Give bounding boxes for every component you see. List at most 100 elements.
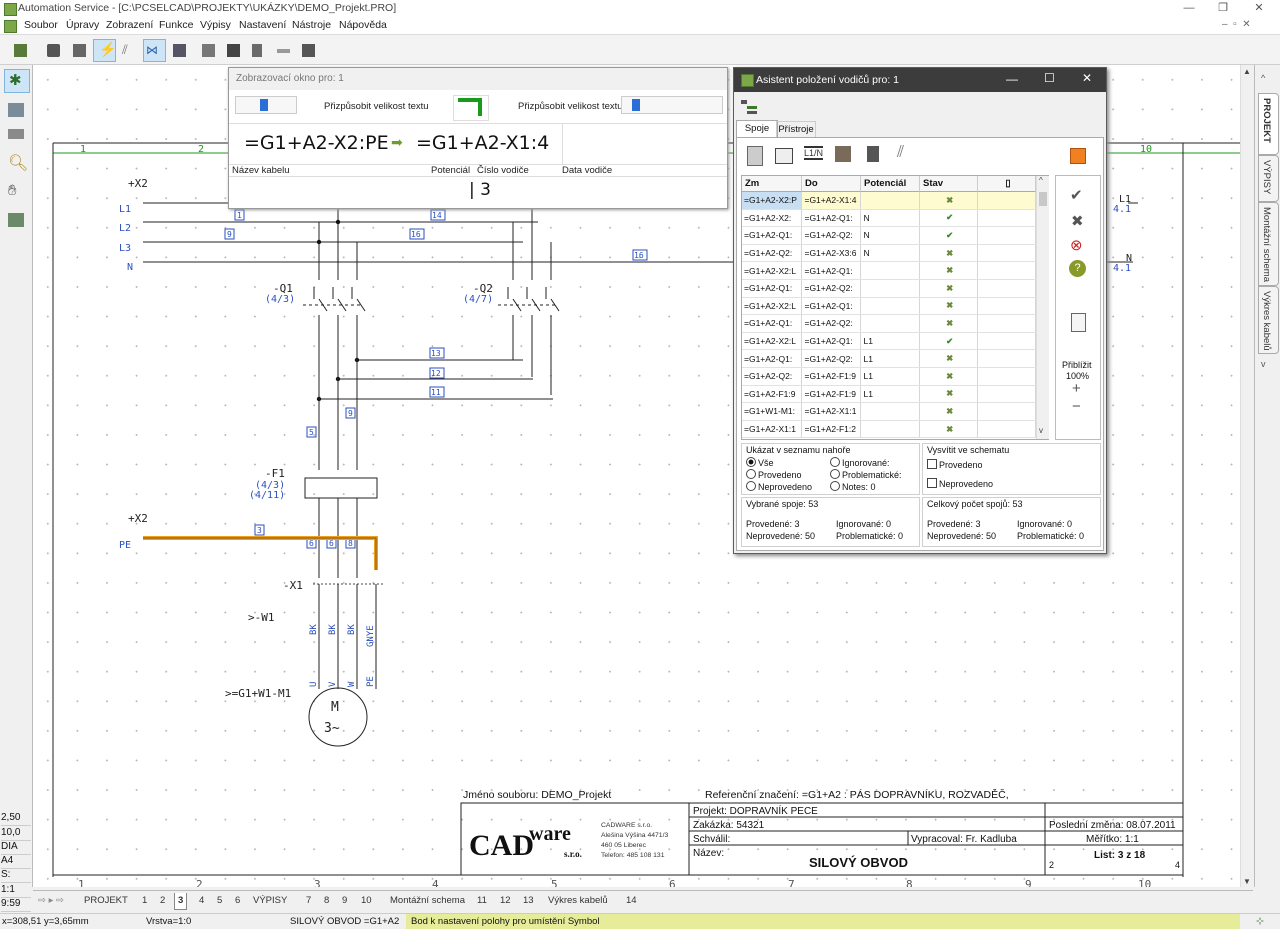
status-pending-icon[interactable]: ✖ [919, 385, 979, 404]
cell-potencial[interactable]: L1 [860, 349, 921, 368]
check-icon[interactable]: ✔ [1070, 187, 1083, 204]
print-preview-icon[interactable] [68, 39, 91, 62]
cell-zm[interactable]: =G1+A2-F1:9 [742, 385, 803, 404]
sheet-tab-vypisy[interactable]: VÝPISY [253, 895, 288, 906]
status-ok-icon[interactable]: ✔ [919, 332, 979, 351]
cell-potencial[interactable] [860, 261, 921, 280]
cell-potencial[interactable]: N [860, 226, 921, 245]
col-zm[interactable]: Zm [742, 176, 802, 192]
sheet-tab-12[interactable]: 12 [500, 895, 511, 906]
sheet-tab-5[interactable]: 5 [217, 895, 223, 906]
cell-notes[interactable] [977, 244, 1036, 263]
sheet-tab-vykres-kabelu[interactable]: Výkres kabelů [548, 895, 608, 906]
menu-zobrazeni[interactable]: Zobrazení [106, 19, 154, 31]
table-row[interactable]: =G1+A2-X1:1=G1+A2-F1:2✖ [742, 420, 1036, 439]
radio-neprovedeno[interactable]: Neprovedeno [746, 481, 812, 492]
cell-zm[interactable]: =G1+A2-X2: [742, 209, 803, 228]
table-row[interactable]: =G1+A2-X2:L=G1+A2-Q1:✖ [742, 261, 1036, 280]
cell-notes[interactable] [977, 332, 1036, 351]
cell-notes[interactable] [977, 297, 1036, 316]
status-ok-icon[interactable]: ✔ [919, 226, 979, 245]
cell-do[interactable]: =G1+A2-X1:4 [801, 192, 862, 210]
minimize-button[interactable]: — [1183, 2, 1195, 14]
sheet-tab-3[interactable]: 3 [174, 893, 188, 910]
cell-notes[interactable] [977, 420, 1036, 439]
cell-notes[interactable] [977, 402, 1036, 421]
status-pending-icon[interactable]: ✖ [919, 244, 979, 263]
cell-zm[interactable]: =G1+A2-Q1: [742, 349, 803, 368]
connect-icon[interactable]: ⋈ [143, 39, 166, 62]
wires-icon[interactable]: ⫽ [122, 42, 128, 57]
sheet-tab-14[interactable]: 14 [626, 895, 637, 906]
exit-icon[interactable] [9, 39, 32, 62]
from-connection[interactable]: =G1+A2-X2:PE [244, 132, 389, 154]
select-icon[interactable]: ✱ [4, 69, 30, 93]
status-pending-icon[interactable]: ✖ [919, 297, 979, 316]
table-row[interactable]: =G1+A2-Q1:=G1+A2-Q2:N✔ [742, 226, 1036, 245]
wires-diag-icon[interactable]: ⫽ [897, 144, 905, 161]
status-pending-icon[interactable]: ✖ [919, 367, 979, 386]
cell-do[interactable]: =G1+A2-Q2: [801, 314, 862, 333]
col-notes[interactable]: ▯ [978, 176, 1036, 192]
cross-icon[interactable]: ✖ [1071, 213, 1084, 230]
cell-zm[interactable]: =G1+A2-Q1: [742, 314, 803, 333]
help-icon[interactable]: ? [1069, 260, 1086, 277]
col-stav[interactable]: Stav [920, 176, 978, 192]
assistant-minimize-button[interactable]: — [1006, 72, 1018, 86]
sheet-tab-13[interactable]: 13 [523, 895, 534, 906]
cell-do[interactable]: =G1+A2-Q1: [801, 332, 862, 351]
cell-notes[interactable] [977, 279, 1036, 298]
table-row[interactable]: =G1+A2-Q1:=G1+A2-Q2: ✖ [742, 279, 1036, 298]
table-row[interactable]: =G1+A2-X2:P=G1+A2-X1:4✖ [742, 192, 1036, 210]
cell-zm[interactable]: =G1+A2-X2:L [742, 297, 803, 316]
sheet-tab-10[interactable]: 10 [361, 895, 372, 906]
cell-do[interactable]: =G1+A2-Q2: [801, 279, 862, 298]
zoom-icon[interactable]: 🔍︎ [8, 155, 29, 172]
menu-soubor[interactable]: Soubor [24, 19, 58, 31]
calculator-icon[interactable] [197, 39, 220, 62]
cell-potencial[interactable] [860, 402, 921, 421]
status-pending-icon[interactable]: ✖ [919, 279, 979, 298]
cell-notes[interactable] [977, 367, 1036, 386]
sheet-tab-8[interactable]: 8 [324, 895, 330, 906]
cell-zm[interactable]: =G1+A2-Q1: [742, 279, 803, 298]
status-pending-icon[interactable]: ✖ [919, 402, 979, 421]
check-neprovedeno[interactable]: Neprovedeno [927, 478, 993, 489]
status-pending-icon[interactable]: ✖ [919, 314, 979, 333]
cell-potencial[interactable] [860, 420, 921, 439]
status-pending-icon[interactable]: ✖ [919, 192, 979, 210]
cell-zm[interactable]: =G1+A2-Q2: [742, 367, 803, 386]
cell-notes[interactable] [977, 314, 1036, 333]
export-icon[interactable] [1070, 148, 1086, 164]
print-icon[interactable] [42, 39, 65, 62]
cell-do[interactable]: =G1+A2-Q1: [801, 297, 862, 316]
grid-scrollbar[interactable]: ^ v [1036, 176, 1049, 439]
sheet-tab-1[interactable]: 1 [142, 895, 148, 906]
tab-vypisy[interactable]: VÝPISY [1258, 155, 1279, 202]
menu-nastaveni[interactable]: Nastavení [239, 19, 287, 31]
assistant-tree-icon[interactable] [739, 98, 759, 116]
col-potencial[interactable]: Potenciál [861, 176, 920, 192]
connections-table[interactable]: =G1+A2-X2:P=G1+A2-X1:4✖=G1+A2-X2:=G1+A2-… [742, 192, 1036, 439]
menu-vypisy[interactable]: Výpisy [200, 19, 231, 31]
book-icon[interactable] [4, 99, 28, 121]
display-window[interactable]: Zobrazovací okno pro: 1 Přizpůsobit veli… [228, 67, 728, 209]
col-do[interactable]: Do [802, 176, 861, 192]
cell-potencial[interactable] [860, 279, 921, 298]
cell-potencial[interactable]: L1 [860, 367, 921, 386]
cell-do[interactable]: =G1+A2-Q1: [801, 209, 862, 228]
cell-zm[interactable]: =G1+A2-X2:L [742, 261, 803, 280]
cell-notes[interactable] [977, 192, 1036, 210]
device-icon[interactable] [867, 146, 879, 162]
sheet-tab-11[interactable]: 11 [477, 895, 487, 906]
cell-potencial[interactable] [860, 297, 921, 316]
wire-bundle-icon[interactable] [835, 146, 851, 162]
cell-do[interactable]: =G1+A2-F1:9 [801, 367, 862, 386]
sheet-tab-projekt[interactable]: PROJEKT [84, 895, 128, 906]
table-row[interactable]: =G1+A2-X2:=G1+A2-Q1:N✔ [742, 209, 1036, 228]
menu-nastroje[interactable]: Nástroje [292, 19, 332, 31]
resize-icon[interactable]: ⊹ [1256, 916, 1264, 927]
right-slider-thumb[interactable] [632, 99, 640, 111]
right-text-slider[interactable] [621, 96, 723, 114]
